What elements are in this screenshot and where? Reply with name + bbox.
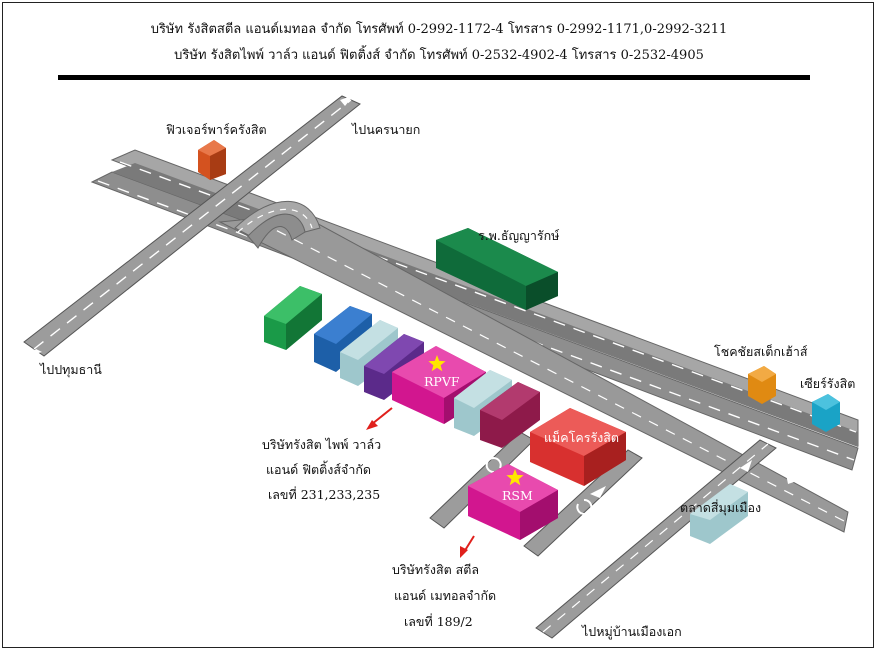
label-to-nakhon-nayok: ไปนครนายก	[351, 122, 420, 137]
hospital-building	[436, 228, 558, 310]
label-zeer: เซียร์รังสิต	[800, 376, 855, 391]
rpvf-star-icon	[428, 355, 446, 372]
header-rule	[58, 75, 810, 80]
green-block-building	[264, 286, 322, 350]
rpvf-pointer-arrow	[366, 407, 393, 430]
label-to-village: ไปหมู่บ้านเมืองเอก	[581, 624, 682, 640]
market-building	[690, 484, 748, 544]
label-to-pathum-thani: ไปปทุมธานี	[39, 362, 102, 378]
label-chok-chai: โชคชัยสเต็กเฮ้าส์	[714, 344, 808, 359]
rsm-building	[468, 464, 558, 540]
rpvf-address-line-2: แอนด์ ฟิตติ้งส์จำกัด	[266, 460, 371, 477]
company-header-line-2: บริษัท รังสิตไพพ์ วาล์ว แอนด์ ฟิตติ้งส์ …	[174, 48, 704, 63]
chok-chai-building	[748, 366, 776, 404]
label-future-park: ฟิวเจอร์พาร์ครังสิต	[166, 122, 267, 137]
stars	[428, 355, 524, 486]
company-header-line-1: บริษัท รังสิตสตีล แอนด์เมทอล จำกัด โทรศั…	[150, 22, 728, 37]
label-hospital: ร.พ.ธัญญารักษ์	[478, 228, 560, 243]
label-rpvf: RPVF	[424, 374, 460, 389]
rsm-star-icon	[506, 469, 524, 486]
rsm-address-line-2: แอนด์ เมทอลจำกัด	[394, 588, 496, 603]
rsm-address-line-1: บริษัทรังสิต สตีล	[392, 562, 479, 577]
light-block-building-2	[454, 370, 512, 436]
light-block-building-1	[340, 320, 398, 386]
maroon-block-building	[480, 382, 540, 448]
interchange-ramp	[234, 200, 321, 249]
crossing-road	[23, 95, 361, 357]
label-makro: แม็คโครรังสิต	[544, 430, 619, 445]
rsm-pointer-arrow	[460, 535, 475, 558]
label-rsm: RSM	[502, 488, 533, 503]
zeer-building	[812, 394, 840, 432]
future-park-building	[198, 140, 226, 180]
rpvf-address-line-3: เลขที่ 231,233,235	[268, 486, 380, 502]
purple-block-building	[364, 334, 424, 400]
rsm-address-line-3: เลขที่ 189/2	[404, 613, 473, 629]
makro-building	[530, 408, 626, 486]
label-market: ตลาดสี่มุมเมือง	[680, 499, 761, 516]
blue-block-building	[314, 306, 372, 372]
rpvf-address-line-1: บริษัทรังสิต ไพพ์ วาล์ว	[262, 437, 381, 452]
